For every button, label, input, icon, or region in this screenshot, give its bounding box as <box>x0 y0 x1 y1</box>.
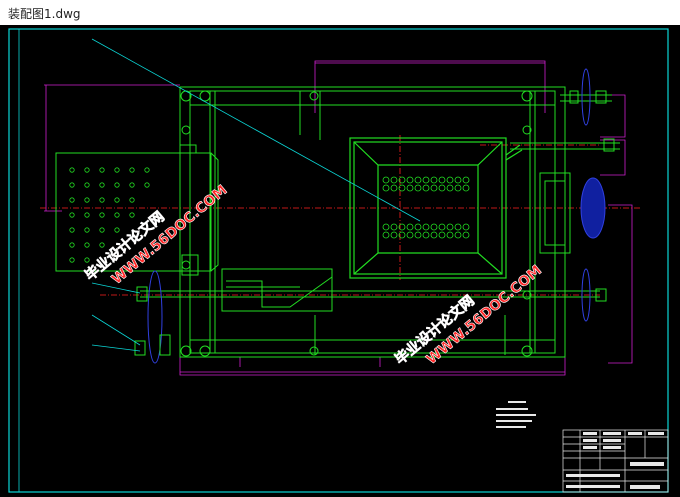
title-block <box>562 429 669 493</box>
machine-frame <box>179 86 566 358</box>
leader-lines <box>91 38 421 352</box>
left-panel <box>55 144 219 276</box>
nuts-right <box>569 90 615 302</box>
title-block-text-marks <box>566 432 664 489</box>
screen-holes <box>382 176 470 239</box>
assembly-drawing: 毕业设计论文网 WWW.56DOC.COM 毕业设计论文网 WWW.56DOC.… <box>8 28 669 493</box>
shafts <box>510 94 620 254</box>
window-title: 装配图1.dwg <box>8 7 81 21</box>
pulleys <box>147 68 606 364</box>
drawing-frame <box>8 28 669 493</box>
cad-drawing-canvas[interactable]: 毕业设计论文网 WWW.56DOC.COM 毕业设计论文网 WWW.56DOC.… <box>0 25 680 497</box>
nuts-left <box>134 286 171 356</box>
auger-conveyor <box>140 268 600 312</box>
hopper <box>349 137 523 279</box>
left-panel-holes <box>69 167 150 263</box>
technical-notes <box>496 401 536 428</box>
dimension-lines <box>44 60 633 376</box>
window-titlebar: 装配图1.dwg <box>0 0 680 25</box>
watermark-right: 毕业设计论文网 WWW.56DOC.COM <box>391 262 545 368</box>
